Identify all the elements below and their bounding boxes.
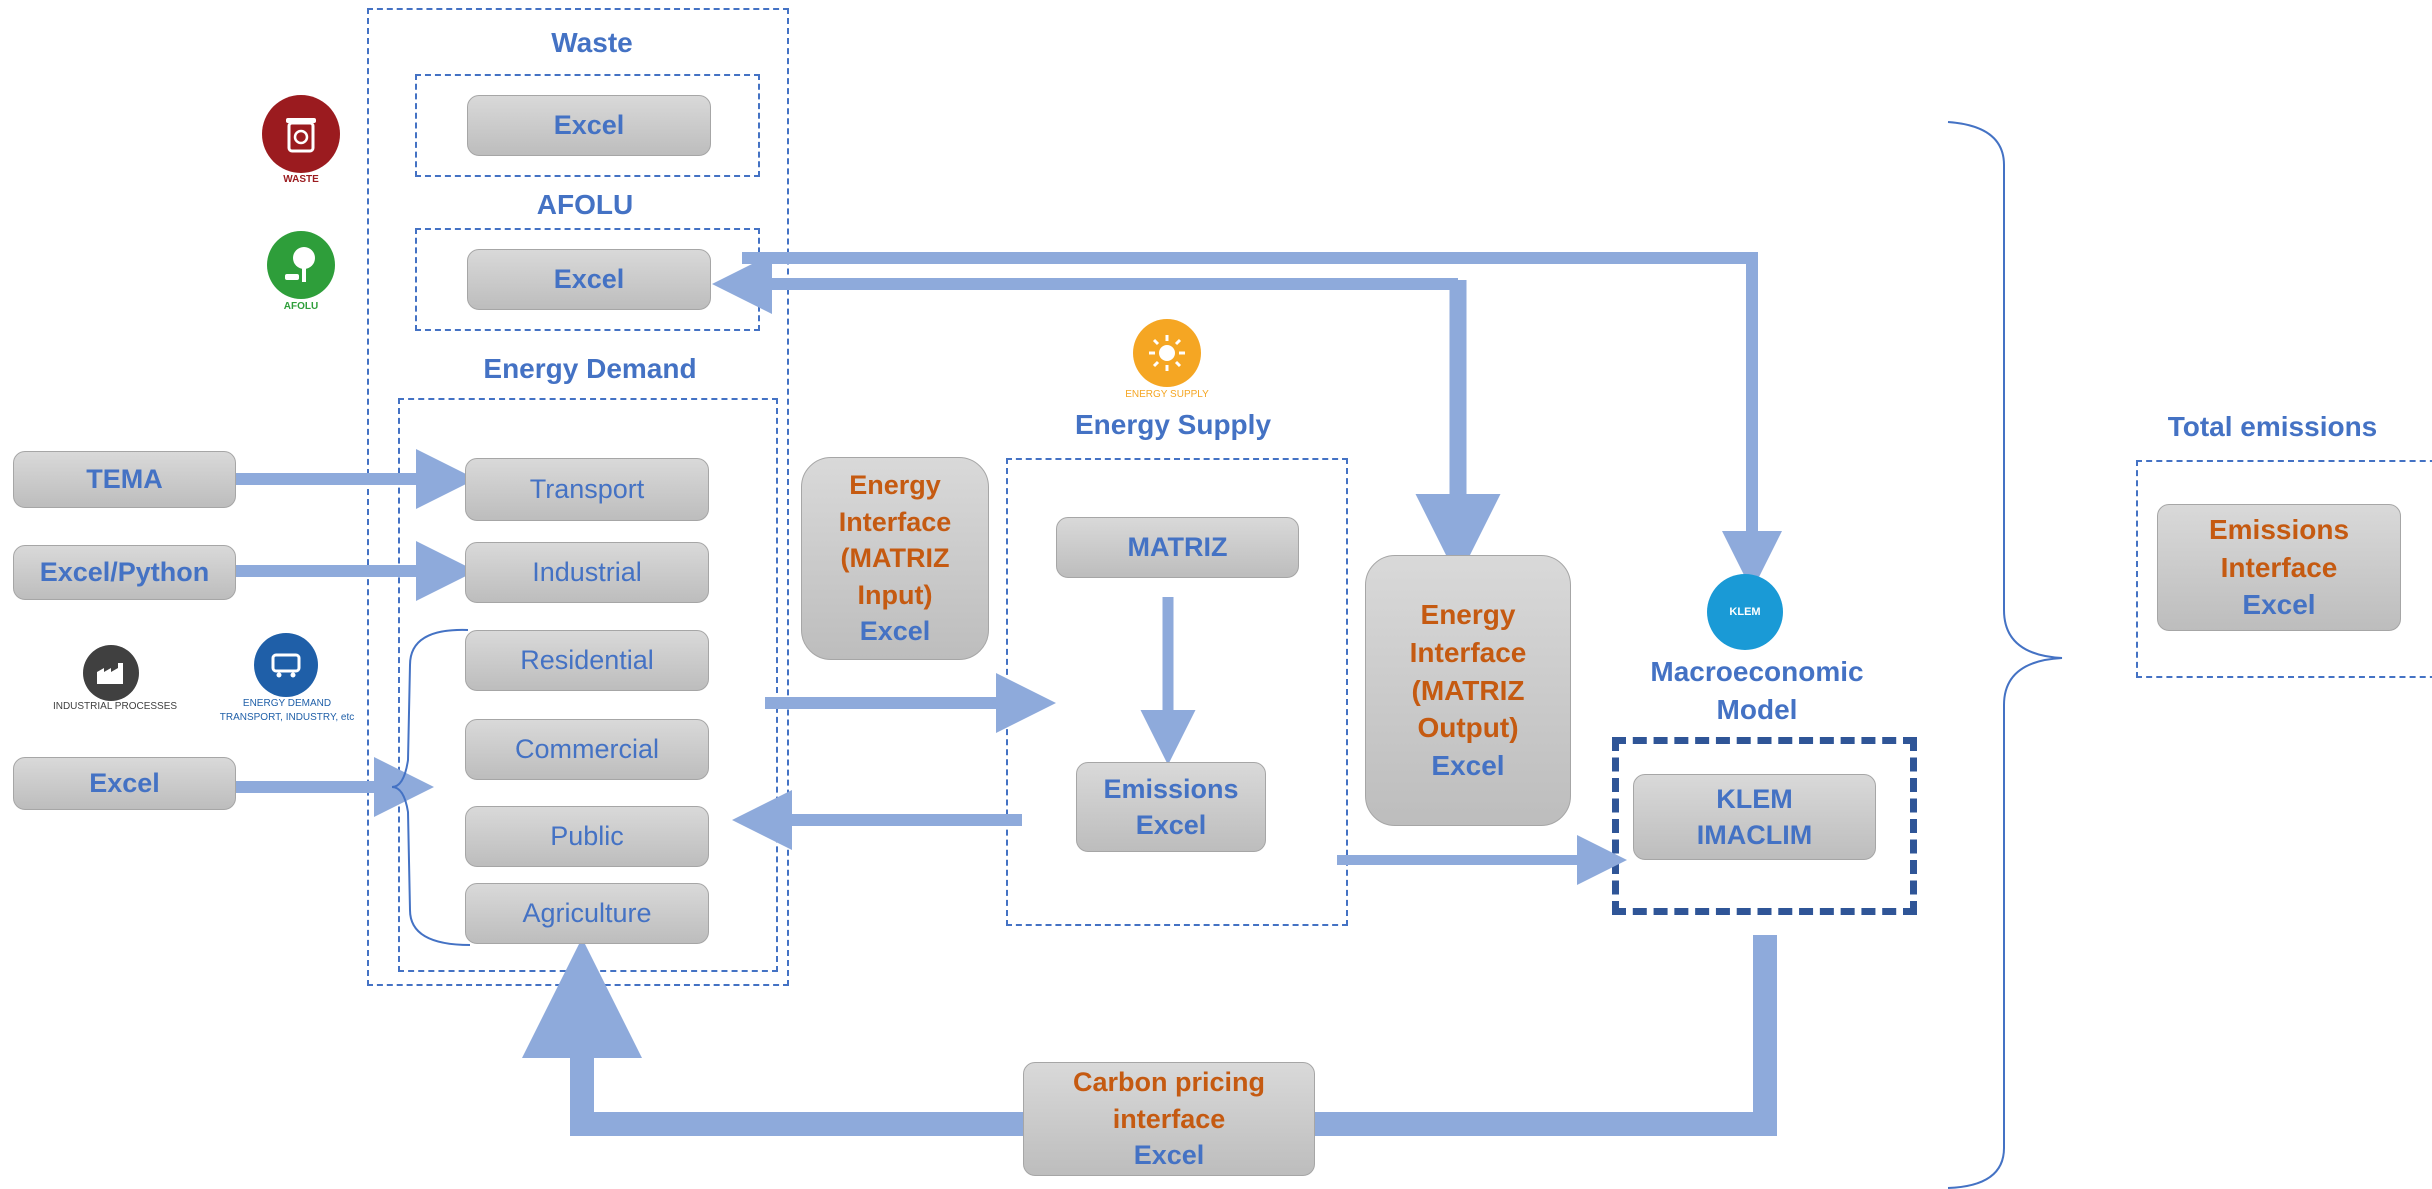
energy-interface-output-line-1: Energy <box>1420 599 1516 630</box>
industrial-processes-caption: INDUSTRIAL PROCESSES <box>52 701 178 712</box>
commercial-box[interactable]: Commercial <box>465 719 709 780</box>
afolu-icon-caption: AFOLU <box>283 301 319 312</box>
energy-interface-input-line-2: Interface <box>838 506 952 537</box>
waste-icon <box>262 95 340 173</box>
afolu-icon <box>267 231 335 299</box>
industrial-processes-icon <box>83 645 139 701</box>
energy-interface-input-line-5: Excel <box>859 616 931 647</box>
macroeconomic-model-frame <box>1612 737 1917 915</box>
arrow-macro-model-to-carbon-pricing <box>1310 935 1777 1136</box>
energy-demand-title: Energy Demand <box>483 353 697 384</box>
energy-supply-icon <box>1133 319 1201 387</box>
carbon-pricing-line-1: Carbon pricing <box>1072 1067 1265 1098</box>
total-emissions-group-frame <box>2136 460 2432 678</box>
emissions-excel-line-2: Excel <box>1135 810 1207 840</box>
total-emissions-brace <box>1947 121 2063 1189</box>
agriculture-box[interactable]: Agriculture <box>465 883 709 944</box>
carbon-pricing-interface-box[interactable]: Carbon pricing interface Excel <box>1023 1062 1315 1176</box>
matriz-box[interactable]: MATRIZ <box>1056 517 1299 578</box>
transport-box[interactable]: Transport <box>465 458 709 521</box>
energy-demand-caption-1: ENERGY DEMAND <box>242 698 332 709</box>
klem-line-1: KLEM <box>1716 783 1793 814</box>
industrial-box[interactable]: Industrial <box>465 542 709 603</box>
residential-box[interactable]: Residential <box>465 630 709 691</box>
arrow-carbon-pricing-to-demand <box>522 938 1030 1136</box>
afolu-title: AFOLU <box>536 189 634 220</box>
macroeconomic-model-title: Macroeconomic Model <box>1650 656 1864 725</box>
energy-interface-input-line-3: (MATRIZ <box>840 543 950 574</box>
public-box[interactable]: Public <box>465 806 709 867</box>
energy-interface-output-line-3: (MATRIZ <box>1411 674 1525 706</box>
klem-icon-label: KLEM <box>1729 606 1761 618</box>
waste-group-frame <box>415 74 760 177</box>
total-emissions-title: Total emissions <box>2167 411 2378 442</box>
arrow-afolu-to-macro-model <box>742 252 1782 591</box>
energy-interface-input-box[interactable]: Energy Interface (MATRIZ Input) Excel <box>801 457 989 660</box>
carbon-pricing-line-2: interface <box>1112 1103 1226 1134</box>
klem-line-2: IMACLIM <box>1696 820 1813 850</box>
energy-interface-output-line-2: Interface <box>1409 636 1527 668</box>
energy-interface-output-line-5: Excel <box>1431 750 1505 782</box>
excel-left-box[interactable]: Excel <box>13 757 236 810</box>
energy-interface-output-line-4: Output) <box>1417 712 1519 744</box>
excel-python-box[interactable]: Excel/Python <box>13 545 236 600</box>
energy-interface-output-box[interactable]: Energy Interface (MATRIZ Output) Excel <box>1365 555 1571 826</box>
energy-demand-caption-2: TRANSPORT, INDUSTRY, etc <box>219 712 355 723</box>
energy-supply-icon-caption: ENERGY SUPPLY <box>1125 389 1209 400</box>
emissions-interface-line-1: Emissions <box>2208 513 2350 545</box>
waste-excel-box[interactable]: Excel <box>467 95 711 156</box>
klem-imaclim-box[interactable]: KLEM IMACLIM <box>1633 774 1876 860</box>
tema-box[interactable]: TEMA <box>13 451 236 508</box>
demand-sectors-brace <box>391 628 471 946</box>
carbon-pricing-line-3: Excel <box>1133 1140 1205 1171</box>
emissions-excel-box[interactable]: Emissions Excel <box>1076 762 1266 852</box>
emissions-interface-line-3: Excel <box>2242 589 2316 621</box>
emissions-excel-line-1: Emissions <box>1103 773 1239 804</box>
energy-supply-title: Energy Supply <box>1074 409 1272 440</box>
waste-title: Waste <box>551 27 633 58</box>
emissions-interface-box[interactable]: Emissions Interface Excel <box>2157 504 2401 631</box>
energy-interface-input-line-1: Energy <box>849 470 941 501</box>
afolu-excel-box[interactable]: Excel <box>467 249 711 310</box>
emissions-interface-line-2: Interface <box>2220 551 2338 583</box>
klem-icon: KLEM <box>1707 574 1783 650</box>
energy-interface-input-line-4: Input) <box>857 579 933 610</box>
waste-icon-caption: WASTE <box>283 174 319 185</box>
energy-demand-icon <box>254 633 318 697</box>
